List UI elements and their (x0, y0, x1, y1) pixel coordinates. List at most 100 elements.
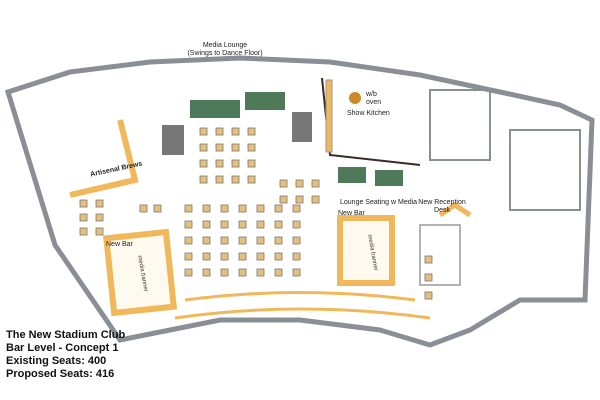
title-block: The New Stadium Club Bar Level - Concept… (6, 329, 125, 381)
dining-table (292, 252, 301, 261)
dining-table (220, 252, 229, 261)
restroom-block (509, 129, 581, 211)
dining-table (256, 204, 265, 213)
rail-counter (174, 307, 431, 320)
label-desk: Desk (434, 207, 450, 214)
subtitle-line: Bar Level - Concept 1 (6, 342, 119, 354)
dining-table (202, 204, 211, 213)
dining-table (202, 268, 211, 277)
dining-table (202, 236, 211, 245)
label-new-reception: New Reception (418, 199, 466, 206)
lounge-booth (245, 92, 285, 110)
dining-table (220, 268, 229, 277)
lounge-booth (190, 100, 240, 118)
dining-table (153, 204, 162, 213)
stairs (419, 224, 461, 286)
dining-table (274, 204, 283, 213)
dining-table (292, 268, 301, 277)
kitchen-counter (325, 79, 333, 153)
label-show-kitchen: Show Kitchen (347, 110, 390, 117)
label-media-lounge-sub: (Swings to Dance Floor) (187, 50, 263, 57)
dining-table (220, 204, 229, 213)
dining-table (231, 143, 240, 152)
dining-table (220, 220, 229, 229)
dining-table (424, 255, 433, 264)
dining-table (424, 273, 433, 282)
dining-table (215, 159, 224, 168)
label-wb: w/b (366, 91, 377, 98)
rail-counter (184, 291, 416, 302)
dining-table (215, 143, 224, 152)
dining-table (202, 252, 211, 261)
dining-table (199, 175, 208, 184)
media-screen (292, 112, 312, 142)
artisenal-brews-bar (69, 119, 139, 198)
dining-table (311, 195, 320, 204)
media-screen (162, 125, 184, 155)
dining-table (95, 199, 104, 208)
dining-table (295, 179, 304, 188)
dining-table (199, 143, 208, 152)
dining-table (256, 236, 265, 245)
label-new-bar-right: New Bar (338, 210, 365, 217)
dining-table (202, 220, 211, 229)
dining-table (215, 127, 224, 136)
pizza-oven (349, 92, 361, 104)
dining-table (295, 195, 304, 204)
new-bar-right (337, 215, 395, 286)
dining-table (139, 204, 148, 213)
title-line: The New Stadium Club (6, 329, 126, 341)
dining-table (292, 204, 301, 213)
dining-table (199, 159, 208, 168)
label-new-bar-left: New Bar (106, 241, 133, 248)
proposed-seats: Proposed Seats: 416 (6, 368, 115, 380)
lounge-booth (375, 170, 403, 186)
label-oven: oven (366, 99, 382, 106)
dining-table (238, 204, 247, 213)
dining-table (184, 204, 193, 213)
dining-table (184, 252, 193, 261)
dining-table (279, 179, 288, 188)
dining-table (256, 268, 265, 277)
dining-table (256, 220, 265, 229)
dining-table (215, 175, 224, 184)
dining-table (79, 227, 88, 236)
dining-table (247, 159, 256, 168)
label-media-lounge: Media Lounge (202, 42, 248, 49)
dining-table (274, 252, 283, 261)
dining-table (274, 236, 283, 245)
new-bar-left (102, 228, 178, 317)
dining-table (231, 159, 240, 168)
dining-table (256, 252, 265, 261)
dining-table (95, 227, 104, 236)
dining-table (311, 179, 320, 188)
dining-table (184, 236, 193, 245)
existing-seats: Existing Seats: 400 (6, 355, 107, 367)
dining-table (247, 143, 256, 152)
dining-table (199, 127, 208, 136)
dining-table (247, 127, 256, 136)
dining-table (79, 213, 88, 222)
service-block (429, 89, 491, 161)
dining-table (247, 175, 256, 184)
lounge-booth (338, 167, 366, 183)
dining-table (220, 236, 229, 245)
dining-table (292, 236, 301, 245)
dining-table (274, 220, 283, 229)
dining-table (79, 199, 88, 208)
dining-table (231, 175, 240, 184)
dining-table (279, 195, 288, 204)
dining-table (238, 252, 247, 261)
reception-desk (438, 201, 472, 218)
dining-table (238, 236, 247, 245)
dining-table (184, 268, 193, 277)
label-lounge-seating: Lounge Seating w Media (340, 199, 418, 206)
dining-table (238, 268, 247, 277)
dining-table (292, 220, 301, 229)
dining-table (184, 220, 193, 229)
dining-table (238, 220, 247, 229)
dining-table (231, 127, 240, 136)
dining-table (424, 291, 433, 300)
